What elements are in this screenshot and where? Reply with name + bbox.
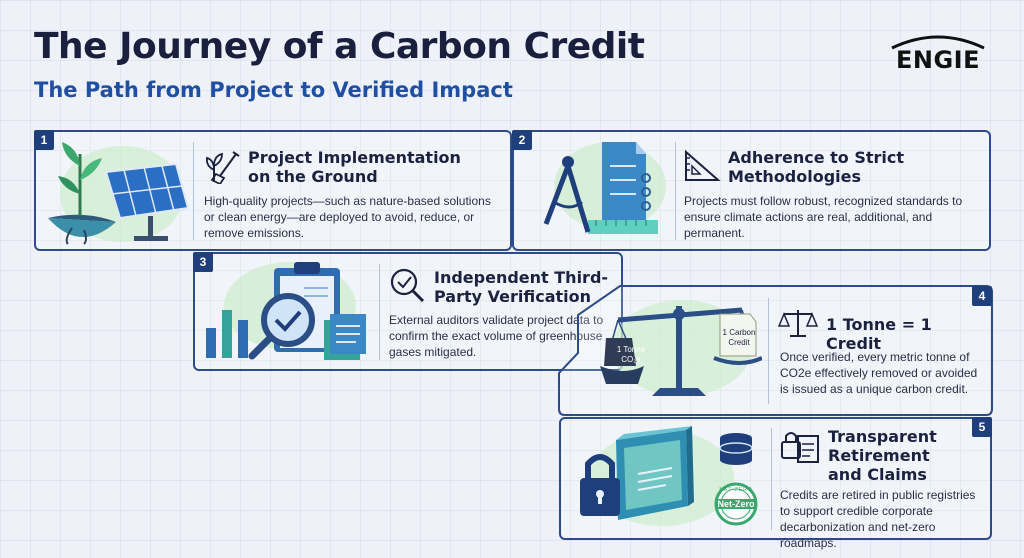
audit-clipboard-illustration [206,262,366,360]
page-subtitle: The Path from Project to Verified Impact [34,78,513,102]
step-5-badge: 5 [972,417,992,437]
step-2-title: Adherence to Strict Methodologies [728,148,905,186]
step-4-divider [768,298,769,404]
magnifier-check-icon [390,268,425,303]
step-5-divider [771,428,772,530]
step-1-divider [193,142,194,240]
engie-logo: ENGIE [884,30,992,74]
step-3-divider [379,264,380,360]
lock-document-icon [781,432,819,463]
step-1-badge: 1 [34,130,54,150]
step-4-title: 1 Tonne = 1 Credit [826,315,932,353]
step-3-body: External auditors validate project data … [389,313,604,359]
step-5-body: Credits are retired in public registries… [780,488,976,550]
step-4-badge: 4 [972,286,992,306]
step-2-badge: 2 [512,130,532,150]
step-1-body: High-quality projects—such as nature-bas… [204,194,491,240]
step-3-title: Independent Third-Party Verification [434,268,609,306]
logo-text: ENGIE [895,46,980,74]
scale-left-label: 1 Tonne CO₂e [616,345,646,364]
logo-arc [891,35,985,50]
compass-blueprint-illustration [543,142,666,234]
scale-illustration [600,300,762,396]
step-2-divider [675,142,676,240]
step-5-title: Transparent Retirement and Claims [828,427,937,484]
plant-shovel-icon [205,151,240,184]
step-1-title: Project Implementation on the Ground [248,148,461,186]
net-zero-seal-label: Net-Zero [716,499,756,509]
set-square-icon [685,149,721,181]
step-4-body: Once verified, every metric tonne of CO2… [780,350,978,396]
step-3-badge: 3 [193,252,213,272]
plant-solar-illustration [48,142,190,245]
scale-right-label: 1 Carbon Credit [722,328,756,347]
net-zero-ring-text: NET-ZERO [719,487,753,493]
secure-registry-illustration [580,426,758,526]
balance-scale-icon [778,310,818,337]
page-title: The Journey of a Carbon Credit [34,26,645,67]
step-2-body: Projects must follow robust, recognized … [684,194,963,240]
